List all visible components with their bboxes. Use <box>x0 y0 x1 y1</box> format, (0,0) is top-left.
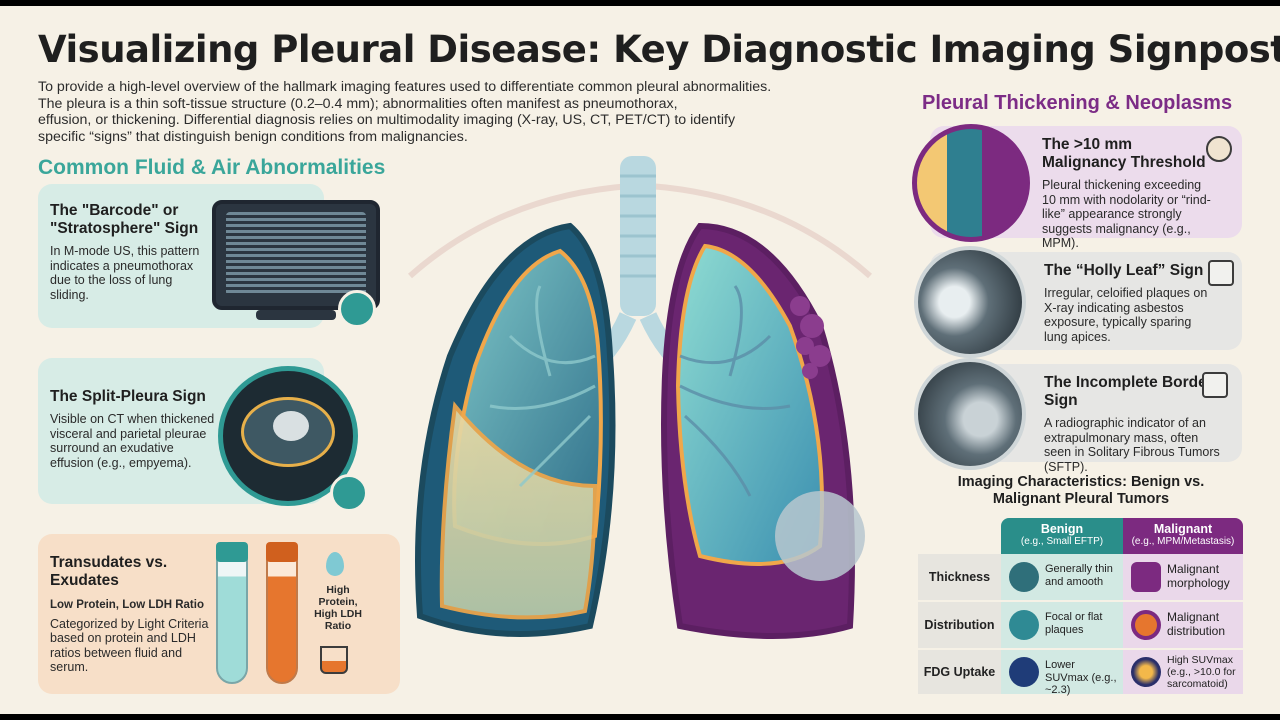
benign-cell: Focal or flat plaques <box>1001 602 1123 648</box>
lungs-illustration <box>408 156 872 639</box>
benign-header: Benign (e.g., Small EFTP) <box>1001 518 1123 554</box>
malignant-cell: Malignant morphology <box>1123 554 1243 600</box>
ultrasound-barcode-image <box>226 212 366 296</box>
table-title: Imaging Characteristics: Benign vs. Mali… <box>957 474 1205 507</box>
nodular-pleura-icon <box>1131 562 1161 592</box>
malignant-header-sub: (e.g., MPM/Metastasis) <box>1131 536 1235 547</box>
page-title: Visualizing Pleural Disease: Key Diagnos… <box>38 28 1280 71</box>
ct-scanner-icon <box>330 474 368 512</box>
intro-line: To provide a high-level overview of the … <box>38 79 772 95</box>
transudate-tube-cap <box>216 542 248 562</box>
incomplete-border-title: The Incomplete Border Sign <box>1044 374 1213 409</box>
transudate-subtitle: Low Protein, Low LDH Ratio <box>50 599 204 611</box>
diffuse-ring-icon <box>1131 610 1161 640</box>
intro-line: specific “signs” that distinguish benign… <box>38 128 468 145</box>
holly-leaf-title: The “Holly Leaf” Sign <box>1044 262 1204 279</box>
malignant-cell-text: Malignant morphology <box>1167 562 1230 590</box>
lungs-xray-icon <box>1202 372 1228 398</box>
row-label-thickness: Thickness <box>918 554 1001 600</box>
comparison-table: Benign (e.g., Small EFTP) Malignant (e.g… <box>918 518 1244 696</box>
split-pleura-text: Visible on CT when thickened visceral an… <box>50 412 215 470</box>
split-pleura-title: The Split-Pleura Sign <box>50 388 206 405</box>
thickening-magnifier <box>912 124 1030 242</box>
ultrasound-icon <box>338 290 376 328</box>
malignant-header: Malignant (e.g., MPM/Metastasis) <box>1123 518 1243 554</box>
holly-leaf-xray <box>914 246 1026 358</box>
row-label-fdg: FDG Uptake <box>918 650 1001 694</box>
droplet-icon <box>326 552 344 576</box>
malignant-header-label: Malignant <box>1153 522 1213 536</box>
high-uptake-pet-icon <box>1131 657 1161 687</box>
holly-leaf-text: Irregular, celoified plaques on X-ray in… <box>1044 286 1208 344</box>
incomplete-border-text: A radiographic indicator of an extrapulm… <box>1044 416 1220 474</box>
benign-cell: Generally thin and amooth <box>1001 554 1123 600</box>
benign-header-label: Benign <box>1040 522 1084 536</box>
barcode-sign-text: In M-mode US, this pattern indicates a p… <box>50 244 200 302</box>
smooth-pleura-icon <box>1009 562 1039 592</box>
malignant-cell-text: High SUVmax (e.g., >10.0 for sarcomatoid… <box>1167 654 1236 690</box>
transudate-title: Transudates vs. Exudates <box>50 554 168 589</box>
benign-cell: Lower SUVmax (e.g., ~2.3) <box>1001 650 1123 696</box>
ct-heart <box>273 411 309 441</box>
flask-icon <box>320 646 348 674</box>
intro-text: To provide a high-level overview of the … <box>38 79 772 145</box>
transudate-tube <box>216 548 248 684</box>
exudate-tube <box>266 548 298 684</box>
intro-line: effusion, or thickening. Differential di… <box>38 112 736 128</box>
fluid-air-heading: Common Fluid & Air Abnormalities <box>38 156 386 179</box>
low-uptake-pet-icon <box>1009 657 1039 687</box>
lungs-icon <box>1208 260 1234 286</box>
focal-plaque-icon <box>1009 610 1039 640</box>
monitor-stand <box>256 310 336 320</box>
benign-cell-text: Focal or flat plaques <box>1045 611 1103 636</box>
ultrasound-monitor <box>212 200 380 310</box>
thickening-heading: Pleural Thickening & Neoplasms <box>922 92 1233 114</box>
exudate-tube-cap <box>266 542 298 562</box>
benign-cell-text: Lower SUVmax (e.g., ~2.3) <box>1045 659 1117 696</box>
malignant-cell: High SUVmax (e.g., >10.0 for sarcomatoid… <box>1123 650 1243 694</box>
intro-line: The pleura is a thin soft-tissue structu… <box>38 95 678 112</box>
malignant-cell: Malignant distribution <box>1123 602 1243 648</box>
transudate-card: Transudates vs. Exudates Low Protein, Lo… <box>38 534 400 694</box>
benign-cell-text: Generally thin and amooth <box>1045 563 1113 588</box>
incomplete-border-xray <box>914 358 1026 470</box>
row-label-distribution: Distribution <box>918 602 1001 648</box>
threshold-title: The >10 mm Malignancy Threshold <box>1042 136 1206 171</box>
threshold-text: Pleural thickening exceeding 10 mm with … <box>1042 178 1211 250</box>
infographic-page: Visualizing Pleural Disease: Key Diagnos… <box>0 6 1280 714</box>
barcode-sign-title: The "Barcode" or "Stratosphere" Sign <box>50 202 199 237</box>
benign-header-sub: (e.g., Small EFTP) <box>1020 536 1104 547</box>
malignant-cell-text: Malignant distribution <box>1167 610 1226 638</box>
high-protein-label: High Protein, High LDH Ratio <box>314 584 362 632</box>
transudate-text: Categorized by Light Criteria based on p… <box>50 616 209 675</box>
tape-measure-icon <box>1206 136 1232 162</box>
